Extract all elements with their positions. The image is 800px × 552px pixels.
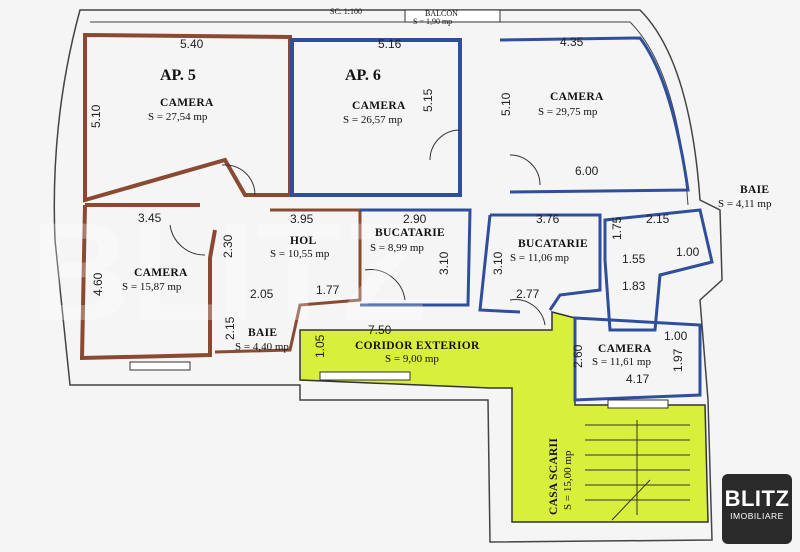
room-area: S = 4,11 mp [718, 198, 772, 210]
room-name: CORIDOR EXTERIOR [355, 340, 480, 352]
room-area: S = 4,40 mp [235, 341, 289, 353]
dimension-label: 2.15 [646, 212, 670, 226]
dimension-label: 6.00 [575, 164, 599, 178]
room-area: S = 26,57 mp [343, 114, 403, 126]
dimension-label: 2.77 [516, 287, 540, 301]
ap5-lower-room-walls [79, 203, 217, 361]
logo-wordmark: BLITZ [724, 486, 790, 511]
dimension-label: 5.10 [89, 104, 103, 128]
room-name: HOL [290, 235, 316, 247]
room-area: S = 27,54 mp [148, 111, 208, 123]
dimension-label: 4.60 [91, 272, 105, 296]
dimension-label: 5.10 [499, 92, 513, 116]
room-name: BAIE [248, 327, 277, 339]
dimension-label: 3.10 [437, 251, 451, 275]
room-area: S = 15,00 mp [562, 450, 574, 510]
room-area: S = 29,75 mp [538, 106, 598, 118]
door-swing [509, 154, 541, 186]
room-area: S = 8,99 mp [370, 242, 424, 254]
room-name: CAMERA [598, 343, 652, 355]
logo-subtitle: IMOBILIARE [730, 511, 784, 521]
dimension-label: 4.17 [626, 372, 650, 386]
room-name: BUCATARIE [375, 227, 445, 239]
ap6-kitchen2-walls [478, 213, 602, 314]
dimension-label: 2.15 [223, 316, 237, 340]
dimension-label: 3.45 [138, 211, 162, 225]
dimension-label: 1.00 [664, 329, 688, 343]
dimension-label: 3.95 [290, 212, 314, 226]
room-name: CASA SCARII [548, 438, 560, 515]
apartment-label-ap6: AP. 6 [345, 67, 381, 84]
room-name: BUCATARIE [518, 238, 588, 250]
ap6-bath-walls [603, 208, 714, 332]
dimension-label: 2.05 [250, 287, 274, 301]
balcony-area: S = 1,90 mp [413, 17, 452, 26]
dimension-label: 1.75 [610, 216, 624, 240]
dimension-label: 1.83 [622, 279, 646, 293]
dimension-label: 7.50 [368, 323, 392, 337]
room-name: CAMERA [134, 267, 188, 279]
ap6-kitchen-walls [360, 208, 472, 307]
dimension-label: 3.76 [536, 212, 560, 226]
door-swing [169, 224, 206, 256]
dimension-label: 2.60 [571, 344, 585, 368]
dimension-label: 5.40 [180, 37, 204, 51]
door-swing [364, 269, 406, 301]
outer-wall [53, 9, 723, 543]
ap6-east-room-walls [499, 36, 690, 194]
room-area: S = 10,55 mp [270, 248, 330, 260]
apartment-label-ap5: AP. 5 [160, 67, 196, 84]
ap6-small-room-walls [573, 316, 702, 402]
ap5-hall-walls [214, 208, 362, 354]
ap5-main-room-walls [83, 32, 292, 203]
dimension-label: 1.00 [676, 245, 700, 259]
dimension-label: 5.16 [378, 37, 402, 51]
dimension-label: 3.10 [491, 251, 505, 275]
dimension-label: 1.55 [622, 252, 646, 266]
dimension-label: 1.77 [316, 283, 340, 297]
dimension-label: 5.15 [421, 88, 435, 112]
balcony-label: BALCON [425, 9, 458, 18]
dimension-label: 2.30 [221, 234, 235, 258]
windows [129, 9, 669, 409]
dimension-label: 1.97 [671, 348, 685, 372]
stair-treads [585, 420, 690, 521]
watermark-text: BLITZ [30, 193, 427, 350]
door-swing [221, 164, 256, 196]
room-area: S = 11,61 mp [592, 356, 651, 368]
door-swing [429, 129, 461, 161]
dimension-label: 2.90 [403, 212, 427, 226]
room-name: CAMERA [550, 91, 604, 103]
dimension-label: 1.05 [313, 334, 327, 358]
ap6-room-walls [290, 38, 462, 197]
room-name: CAMERA [352, 100, 406, 112]
scale-label: SC. 1:100 [330, 7, 362, 16]
room-name: CAMERA [160, 97, 214, 109]
room-area: S = 11,06 mp [510, 252, 569, 264]
room-area: S = 15,87 mp [122, 281, 182, 293]
room-area: S = 9,00 mp [385, 353, 439, 365]
room-name: BAIE [740, 184, 769, 196]
dimension-label: 4.35 [560, 35, 584, 49]
door-swing [509, 299, 546, 326]
brand-logo: BLITZ IMOBILIARE [722, 474, 792, 544]
